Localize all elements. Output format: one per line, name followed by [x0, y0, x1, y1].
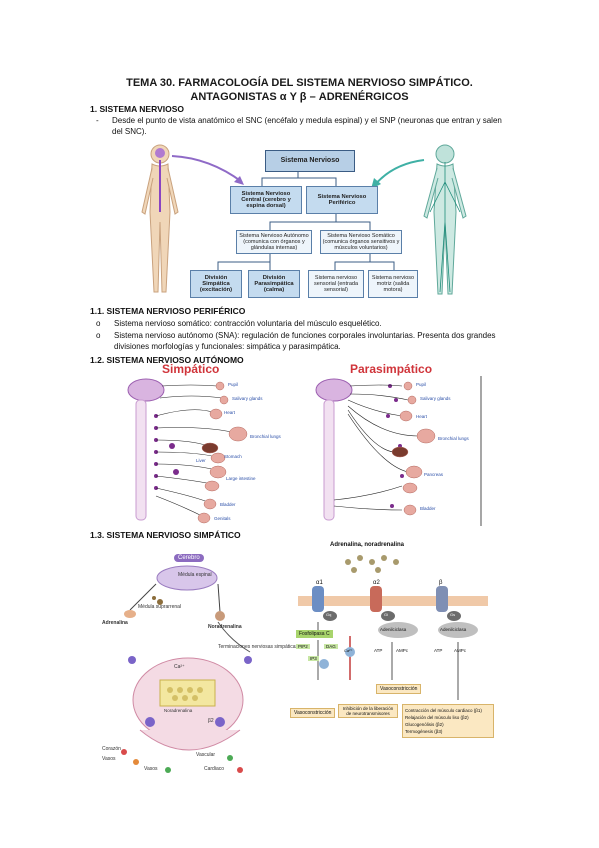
medula-label: Médula espinal: [178, 572, 212, 578]
label-lungs: Bronchial lungs: [250, 434, 281, 439]
arrow-left-connector: [171, 155, 244, 185]
gq-label: Gq: [326, 612, 332, 617]
autonomic-diagram: Simpático Parasimpático: [112, 362, 484, 527]
label-intestine-r: Pancreas: [424, 472, 444, 477]
vasos2-label: Vasos: [144, 766, 158, 772]
simpatica-box: División Simpática (excitación): [190, 270, 242, 298]
corazon-label: Corazón: [102, 746, 121, 752]
label-bladder: Bladder: [220, 502, 236, 507]
effect-item: Contracción del músculo cardiaco (β1): [405, 708, 482, 713]
section-12-heading: 1.2. SISTEMA NERVIOSO AUTÓNOMO: [90, 355, 244, 365]
label-pupil: Pupil: [228, 382, 239, 387]
medula-supra-label: Médula suprarrenal: [138, 604, 182, 610]
motriz-box: Sistema nervioso motriz (salida motora): [368, 270, 418, 298]
vaso1-label: Vasoconstricción: [290, 708, 336, 718]
adc1-label: Adenilciclasa: [380, 627, 407, 632]
effect-item: Termogénesis (β3): [405, 729, 443, 734]
effect-item: Glucogenólisis (β2): [405, 722, 444, 727]
cerebro-label: Cerebro: [174, 554, 204, 562]
autonomo-box: Sistema Nervioso Autónomo (comunica con …: [236, 230, 312, 254]
effect-item: Relajación del músculo liso (β2): [405, 715, 469, 720]
plc-label: Fosfolipasa C: [296, 630, 333, 638]
tree-connectors: [217, 172, 395, 270]
sympathetic-synapse-diagram: Cerebro Médula espinal Adrenalina Médula…: [100, 540, 298, 780]
gs-label: Gs: [450, 612, 456, 617]
sensorial-box: Sistema nervioso sensorial (entrada sens…: [308, 270, 364, 298]
vasos-label: Vasos: [102, 756, 116, 762]
inhib-label: Inhibición de la liberación de neurotran…: [338, 704, 398, 718]
camp2-label: AMPc: [454, 648, 467, 653]
synapse-drawing: [121, 565, 252, 773]
pip2-label: PIP2: [296, 644, 310, 649]
ip3-label: IP3: [308, 656, 319, 661]
snp-box: Sistema Nervioso Periférico: [306, 186, 378, 214]
bullet-o-2: o: [96, 331, 101, 340]
effects-box: Contracción del músculo cardiaco (β1) Re…: [402, 704, 494, 738]
label-salivary: Salivary glands: [232, 396, 263, 401]
human-figure-cns-icon: [141, 144, 179, 293]
a1-label: α1: [316, 580, 323, 586]
adc2-label: Adenilciclasa: [440, 627, 467, 632]
doc-title-line2: ANTAGONISTAS α Y β – ADRENÉRGICOS: [190, 91, 409, 103]
label-large-intestine: Large intestine: [226, 476, 256, 481]
nervous-system-diagram: Sistema Nervioso Sistema Nervioso Centra…: [130, 142, 480, 300]
autonomic-drawing: [127, 376, 482, 526]
ca-r-label: Ca²⁺: [344, 648, 353, 653]
label-liver: Liver: [196, 458, 206, 463]
adrenergic-receptors-diagram: Adrenalina, noradrenalina α1 α2 β Gq Gi …: [290, 540, 494, 770]
dag-label: DAG: [324, 644, 338, 649]
receptors-drawing: [298, 555, 488, 700]
nora-small-label: Noradrenalina: [164, 708, 193, 713]
label-lungs-r: Bronchial lungs: [438, 436, 469, 441]
label-stomach: Stomach: [224, 454, 242, 459]
section-11-item-1: Sistema nervioso somático: contracción v…: [114, 319, 382, 328]
camp1-label: AMPc: [396, 648, 409, 653]
snc-box: Sistema Nervioso Central (cerebro y espi…: [230, 186, 302, 214]
label-salivary-r: Salivary glands: [420, 396, 451, 401]
section-11-item-2: Sistema nervioso autónomo (SNA): regulac…: [114, 331, 496, 351]
ligands-label: Adrenalina, noradrenalina: [330, 542, 405, 548]
section-1-text: Desde el punto de vista anatómico el SNC…: [112, 116, 502, 136]
atp2-label: ATP: [434, 648, 443, 653]
noradrenalina-label: Noradrenalina: [208, 624, 242, 630]
label-heart-r: Heart: [416, 414, 428, 419]
vaso2-label: Vasoconstricción: [376, 684, 422, 694]
label-bladder-r: Bladder: [420, 506, 436, 511]
somatico-box: Sistema Nervioso Somático (comunica órga…: [320, 230, 402, 254]
doc-title-line1: TEMA 30. FARMACOLOGÍA DEL SISTEMA NERVIO…: [126, 77, 473, 89]
section-1-heading: 1. SISTEMA NERVIOSO: [90, 104, 184, 114]
atp1-label: ATP: [374, 648, 383, 653]
parasimpatica-box: División Parasimpática (calma): [248, 270, 300, 298]
b-label: β: [439, 580, 443, 586]
bullet-o-1: o: [96, 319, 101, 328]
simpatico-title: Simpático: [162, 362, 220, 376]
section-11-heading: 1.1. SISTEMA NERVIOSO PERIFÉRICO: [90, 306, 246, 316]
adrenalina-label: Adrenalina: [102, 620, 128, 626]
terminaciones-label: Terminaciones nerviosas simpáticas: [218, 644, 299, 650]
label-genitals: Genitals: [214, 516, 231, 521]
parasimpatico-title: Parasimpático: [350, 362, 433, 376]
label-heart: Heart: [224, 410, 236, 415]
bullet-dash: -: [96, 116, 99, 125]
gi-label: Gi: [384, 612, 388, 617]
section-13-heading: 1.3. SISTEMA NERVIOSO SIMPÁTICO: [90, 530, 241, 540]
beta2-label: β2: [208, 718, 214, 724]
sistema-nervioso-box: Sistema Nervioso: [265, 150, 355, 172]
vascular-label: Vascular: [196, 752, 216, 758]
a2-label: α2: [373, 580, 380, 586]
cardiaco-label: Cardiaco: [204, 766, 225, 772]
human-figure-pns-icon: [423, 144, 467, 295]
ca-label: Ca²⁺: [174, 664, 185, 670]
label-pupil-r: Pupil: [416, 382, 427, 387]
